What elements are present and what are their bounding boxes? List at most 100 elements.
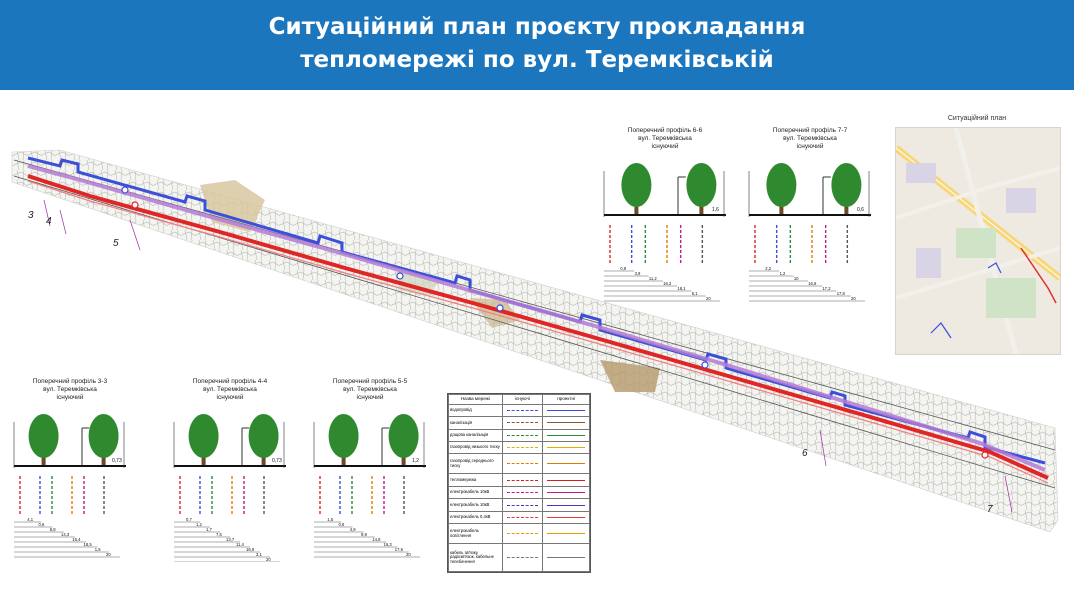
dimension-label: 3,1 <box>256 552 262 557</box>
legend-header-existing: існуючі <box>501 394 544 405</box>
legend-proposed-swatch <box>542 440 590 455</box>
legend-proposed-swatch <box>542 498 590 512</box>
dimension-label: 14,8 <box>372 537 381 542</box>
profile-street: вул. Теремківська <box>638 135 692 142</box>
title-line-2: тепломережі по вул. Теремківській <box>300 47 774 73</box>
dimension-label: 20 <box>851 296 856 301</box>
page-title: Ситуаційний план проєкту прокладання теп… <box>0 0 1074 77</box>
legend-line-sample <box>506 533 539 535</box>
legend-proposed-swatch <box>542 485 590 500</box>
overview-map-graphic <box>896 128 1060 354</box>
legend-row: дощова каналізація <box>448 428 590 443</box>
tree-icon <box>831 163 862 207</box>
legend-line-sample <box>547 557 585 559</box>
legend-line-sample <box>506 447 539 449</box>
legend-row: тепломережа <box>448 473 590 487</box>
top-dimension: 1,6 <box>712 207 719 213</box>
legend-row-label: газопровід середнього тиску <box>448 453 503 475</box>
legend-line-sample <box>506 463 539 465</box>
terrain-patch <box>600 360 660 392</box>
legend-row: електрокабель 0,4кВ <box>448 510 590 525</box>
profile-status: існуючий <box>356 394 384 401</box>
profile-drawing: 1,21,50,64,99,914,816,317,620 <box>313 414 426 557</box>
legend-row-label: електрокабель 10кВ <box>448 498 503 512</box>
tree-icon <box>686 163 717 207</box>
overview-map-title: Ситуаційний план <box>947 115 1007 122</box>
network-node <box>131 201 139 209</box>
legend-existing-swatch <box>501 523 544 545</box>
profile-status: існуючий <box>651 143 679 150</box>
profile-drawing: 0,734,10,68,814,316,418,51,520 <box>13 414 126 557</box>
legend-row-label: дощова каналізація <box>448 428 503 443</box>
dimension-label: 10 <box>794 276 799 281</box>
tree-icon <box>621 163 652 207</box>
legend-row-label: кабель зв'язку, радіозв'язок, кабельне т… <box>448 543 503 572</box>
legend-row: кабель зв'язку, радіозв'язок, кабельне т… <box>448 543 590 572</box>
network-node <box>701 361 709 369</box>
dimension-label: 13,7 <box>226 537 235 542</box>
legend-existing-swatch <box>501 403 544 418</box>
profile-drawing: 0,730,71,21,77,613,711,416,93,120 <box>173 414 286 562</box>
legend-line-sample <box>506 492 539 494</box>
tree-icon <box>248 414 279 458</box>
dimension-label: 4,9 <box>350 527 356 532</box>
proposed-heating-network-edge <box>27 180 1049 484</box>
dimension-label: 1,2 <box>780 271 786 276</box>
tree-icon <box>388 414 419 458</box>
legend-row-label: електрокабель освітлення <box>448 523 503 545</box>
tree-icon <box>766 163 797 207</box>
dimension-label: 17,6 <box>395 547 404 552</box>
legend-line-sample <box>506 504 539 506</box>
profile-status: існуючий <box>216 394 244 401</box>
profile-heading: Поперечний профіль 7-7 <box>772 127 848 134</box>
profile-street: вул. Теремківська <box>43 386 97 393</box>
dimension-label: 0,9 <box>620 266 626 271</box>
legend-existing-swatch <box>501 428 544 443</box>
profile-drawing: 1,60,93,911,216,218,15,120 <box>603 163 726 301</box>
legend-line-sample <box>506 557 539 559</box>
legend-existing-swatch <box>501 453 544 475</box>
top-dimension: 0,73 <box>112 458 122 464</box>
tree-icon <box>188 414 219 458</box>
network-node <box>396 272 404 280</box>
legend-line-sample <box>506 409 539 411</box>
network-node <box>121 186 129 194</box>
legend-row-label: тепломережа <box>448 473 503 487</box>
dimension-label: 8,8 <box>50 527 56 532</box>
tree-icon <box>88 414 119 458</box>
profile-heading: Поперечний профіль 6-6 <box>627 127 703 134</box>
dimension-label: 5,1 <box>692 291 698 296</box>
section-mark-7: 7 <box>987 475 1013 515</box>
dimension-label: 14,3 <box>61 532 70 537</box>
top-dimension: 0,73 <box>272 458 282 464</box>
legend-line-sample <box>547 504 585 506</box>
dimension-label: 20 <box>106 552 111 557</box>
legend-existing-swatch <box>501 510 544 525</box>
legend-proposed-swatch <box>542 473 590 487</box>
svg-text:4: 4 <box>46 216 52 227</box>
profile-heading: Поперечний профіль 3-3 <box>32 378 108 385</box>
profile-status: існуючий <box>796 143 824 150</box>
top-dimension: 1,2 <box>412 458 419 464</box>
legend-line-sample <box>547 479 585 481</box>
svg-text:3: 3 <box>28 210 34 221</box>
legend-row-label: водопровід <box>448 403 503 418</box>
legend-proposed-swatch <box>542 416 590 430</box>
legend-row: електрокабель 10кВ <box>448 498 590 512</box>
legend-row-label: електрокабель 0,4кВ <box>448 510 503 525</box>
dimension-label: 16,4 <box>72 537 81 542</box>
dimension-label: 20 <box>406 552 411 557</box>
dimension-label: 1,5 <box>327 517 333 522</box>
dimension-label: 3,9 <box>635 271 641 276</box>
section-mark-4: 4 <box>46 209 67 235</box>
legend-row-label: газопровід низького тиску <box>448 440 503 455</box>
dimension-label: 1,2 <box>196 522 202 527</box>
dimension-label: 11,2 <box>649 276 658 281</box>
networks-legend: Назва мережі існуючі проектні водопровід… <box>447 393 591 573</box>
dimension-label: 17,2 <box>822 286 831 291</box>
dimension-label: 18,5 <box>84 542 93 547</box>
legend-header-name: Назва мережі <box>448 394 503 405</box>
dimension-label: 16,6 <box>808 281 817 286</box>
